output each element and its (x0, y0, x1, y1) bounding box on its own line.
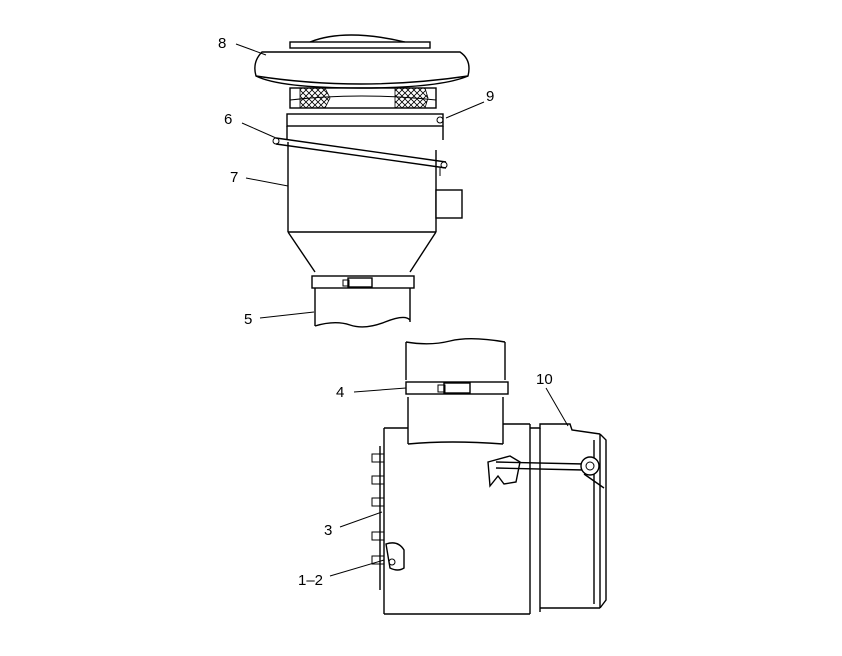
upper-clamp-ring (286, 113, 444, 140)
housing-latch (487, 455, 585, 488)
mounting-studs (371, 446, 385, 590)
callout-5: 5 (244, 311, 252, 328)
cleaner-body (287, 142, 463, 273)
callout-3: 3 (324, 522, 332, 539)
retaining-strap (272, 137, 448, 176)
hose-lower (405, 338, 506, 444)
callout-7: 7 (230, 169, 238, 186)
end-cover (530, 423, 607, 612)
outlet-clamp (311, 275, 415, 289)
hose-upper (314, 288, 411, 328)
precleaner-cap (254, 34, 470, 89)
leader-lines (235, 43, 569, 577)
callout-6: 6 (224, 111, 232, 128)
hose-clamp-lower (405, 381, 509, 395)
callout-9: 9 (486, 88, 494, 105)
callout-10: 10 (536, 371, 553, 388)
mesh-screen (289, 87, 437, 109)
callout-8: 8 (218, 35, 226, 52)
callout-4: 4 (336, 384, 344, 401)
callout-1-2: 1–2 (298, 572, 323, 589)
filter-housing (371, 423, 531, 615)
